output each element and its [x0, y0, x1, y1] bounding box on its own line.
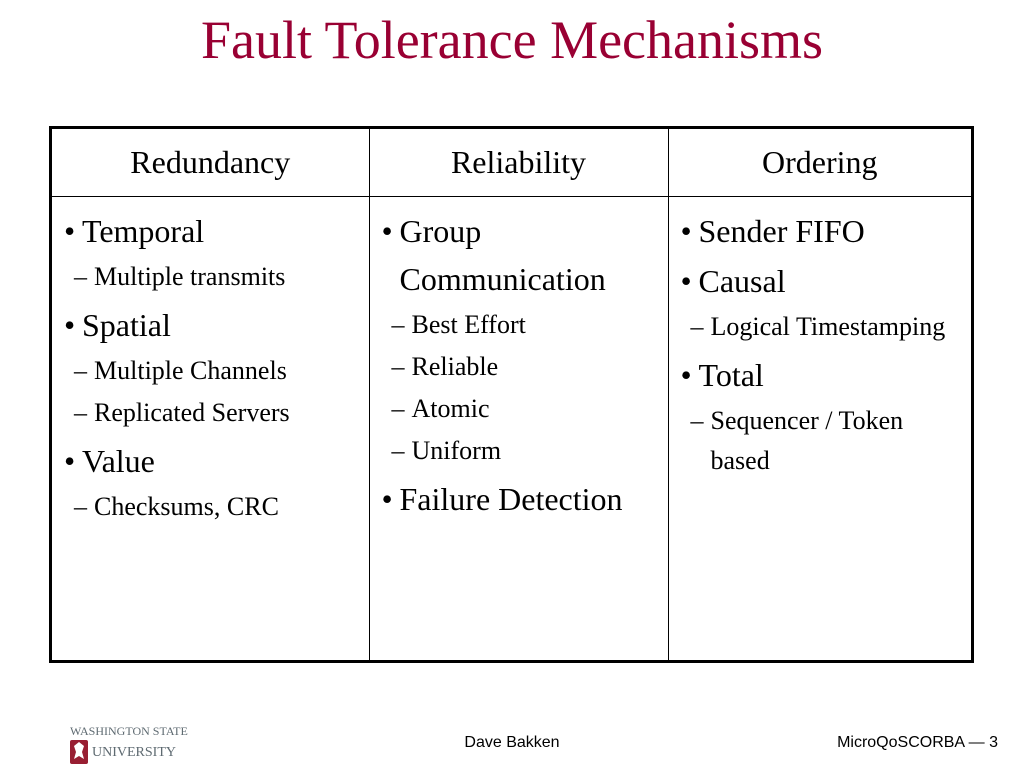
- sub-item-text: Multiple Channels: [94, 356, 287, 385]
- list-item: •Failure Detection: [380, 475, 662, 523]
- dash-marker: –: [690, 406, 704, 435]
- sub-list-item: –Multiple transmits: [62, 257, 363, 297]
- sub-item-text: Uniform: [411, 436, 502, 465]
- bullet-marker: •: [64, 307, 76, 343]
- dash-marker: –: [391, 352, 405, 381]
- bullet-list: •Value: [62, 437, 363, 485]
- sub-list: –Sequencer / Token based: [679, 401, 966, 481]
- sub-item-text: Sequencer / Token based: [710, 406, 904, 475]
- sub-list: –Checksums, CRC: [62, 487, 363, 527]
- dash-marker: –: [690, 312, 704, 341]
- bullet-text: Spatial: [82, 307, 171, 343]
- mechanisms-table-grid: Redundancy Reliability Ordering •Tempora…: [52, 129, 971, 660]
- sub-list-item: –Sequencer / Token based: [679, 401, 966, 481]
- sub-list-item: –Best Effort: [380, 305, 662, 345]
- bullet-marker: •: [680, 213, 692, 249]
- dash-marker: –: [74, 356, 87, 385]
- bullet-list: •Temporal: [62, 207, 363, 255]
- bullet-marker: •: [680, 357, 692, 393]
- sub-item-text: Atomic: [411, 394, 490, 423]
- footer-slide-ref: MicroQoSCORBA — 3: [837, 734, 998, 751]
- dash-marker: –: [391, 436, 405, 465]
- sub-list-item: –Uniform: [380, 431, 662, 471]
- slide-title: Fault Tolerance Mechanisms: [200, 10, 824, 70]
- footer-author: Dave Bakken: [464, 734, 560, 751]
- dash-marker: –: [74, 398, 87, 427]
- bullet-marker: •: [381, 481, 393, 517]
- dash-marker: –: [391, 394, 405, 423]
- bullet-marker: •: [64, 443, 76, 479]
- sub-list-item: –Replicated Servers: [62, 393, 363, 433]
- sub-list-item: –Atomic: [380, 389, 662, 429]
- mechanisms-table: Redundancy Reliability Ordering •Tempora…: [49, 126, 974, 663]
- table-body-row: •Temporal –Multiple transmits •Spatial –…: [52, 196, 971, 660]
- sub-list: –Multiple transmits: [62, 257, 363, 297]
- dash-marker: –: [391, 310, 405, 339]
- cell-redundancy: •Temporal –Multiple transmits •Spatial –…: [52, 196, 370, 660]
- bullet-text: Causal: [698, 263, 786, 299]
- bullet-list: •Group Communication: [380, 207, 662, 303]
- sub-item-text: Logical Timestamping: [710, 312, 946, 341]
- list-item: •Group Communication: [380, 207, 662, 303]
- list-item: •Value: [62, 437, 363, 485]
- list-item: •Causal: [679, 257, 966, 305]
- sub-item-text: Replicated Servers: [94, 398, 290, 427]
- list-item: •Spatial: [62, 301, 363, 349]
- list-item: •Temporal: [62, 207, 363, 255]
- wsu-logo: WASHINGTON STATE UNIVERSITY: [68, 722, 218, 766]
- sub-list: –Multiple Channels –Replicated Servers: [62, 351, 363, 433]
- bullet-list: •Failure Detection: [380, 475, 662, 523]
- header-redundancy: Redundancy: [52, 129, 370, 197]
- cougar-icon: [74, 742, 84, 759]
- dash-marker: –: [74, 492, 87, 521]
- bullet-text: Value: [82, 443, 155, 479]
- list-item: •Total: [679, 351, 966, 399]
- bullet-marker: •: [381, 213, 393, 249]
- cell-ordering: •Sender FIFO •Causal –Logical Timestampi…: [667, 196, 971, 660]
- table-header-row: Redundancy Reliability Ordering: [52, 129, 971, 197]
- logo-line1: WASHINGTON STATE: [70, 724, 188, 738]
- wsu-cougar-logo-icon: WASHINGTON STATE UNIVERSITY: [70, 724, 188, 764]
- list-item: •Sender FIFO: [679, 207, 966, 255]
- sub-item-text: Best Effort: [411, 310, 526, 339]
- bullet-marker: •: [680, 263, 692, 299]
- logo-line2: UNIVERSITY: [92, 745, 176, 760]
- cell-reliability: •Group Communication –Best Effort –Relia…: [368, 196, 669, 660]
- bullet-text: Group Communication: [399, 213, 606, 297]
- sub-item-text: Reliable: [411, 352, 499, 381]
- sub-list: –Logical Timestamping: [679, 307, 966, 347]
- bullet-marker: •: [64, 213, 76, 249]
- bullet-list: •Spatial: [62, 301, 363, 349]
- bullet-text: Temporal: [82, 213, 205, 249]
- sub-list-item: –Checksums, CRC: [62, 487, 363, 527]
- bullet-list: •Sender FIFO •Causal: [679, 207, 966, 305]
- header-reliability: Reliability: [368, 129, 669, 197]
- sub-item-text: Multiple transmits: [94, 262, 286, 291]
- dash-marker: –: [74, 262, 87, 291]
- sub-list-item: –Multiple Channels: [62, 351, 363, 391]
- sub-list-item: –Logical Timestamping: [679, 307, 966, 347]
- bullet-text: Failure Detection: [399, 481, 623, 517]
- sub-list-item: –Reliable: [380, 347, 662, 387]
- bullet-list: •Total: [679, 351, 966, 399]
- header-ordering: Ordering: [667, 129, 971, 197]
- bullet-text: Total: [698, 357, 764, 393]
- bullet-text: Sender FIFO: [698, 213, 865, 249]
- sub-item-text: Checksums, CRC: [94, 492, 279, 521]
- sub-list: –Best Effort –Reliable –Atomic –Uniform: [380, 305, 662, 471]
